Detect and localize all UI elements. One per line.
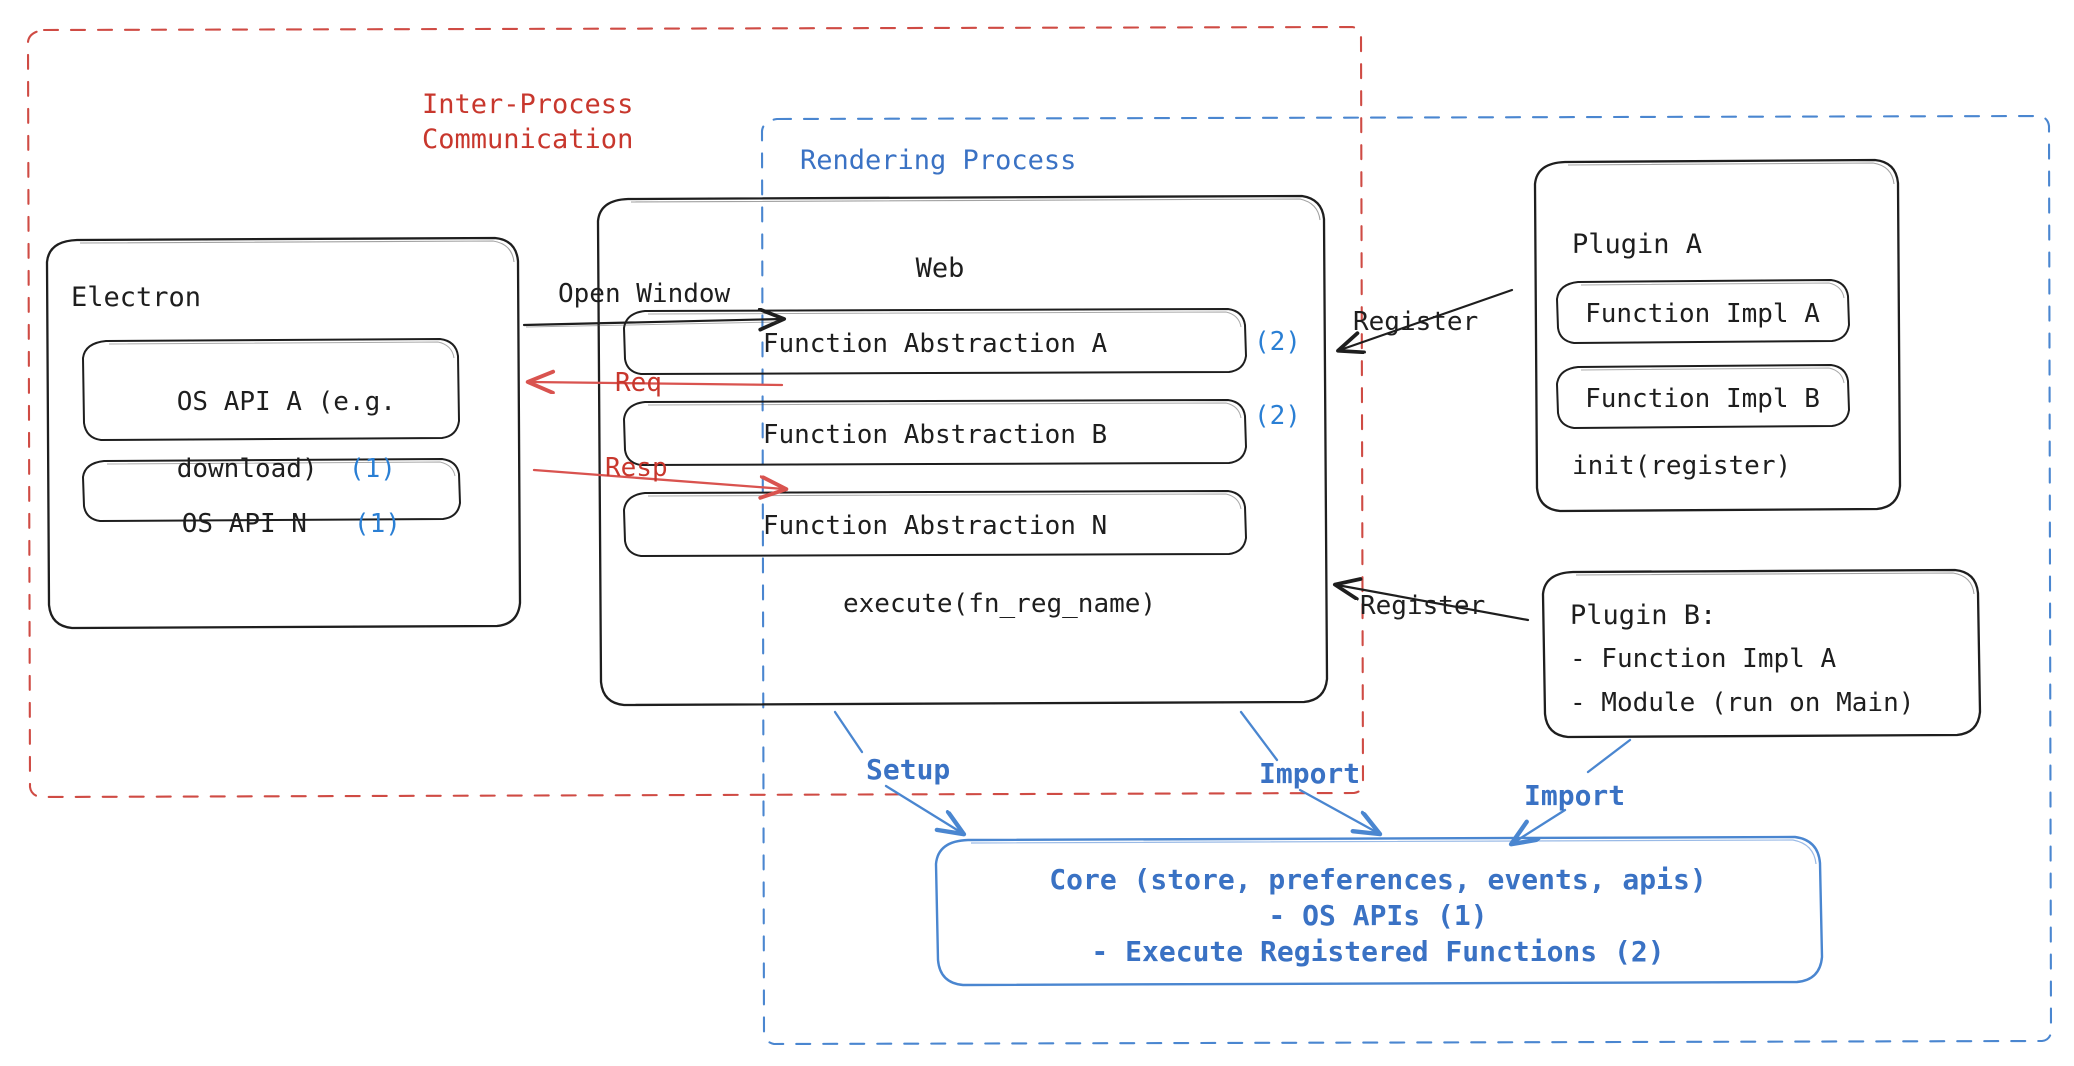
edge-register-plugin-a	[1340, 288, 1514, 350]
group-ipc-boundary	[26, 25, 1365, 799]
node-fn-abstraction-n-box	[622, 489, 1248, 558]
node-fn-abstraction-b-box	[622, 398, 1248, 467]
edge-import-web	[1239, 710, 1378, 833]
node-fn-abstraction-a-label: Function Abstraction A	[762, 329, 1108, 359]
node-web-footer: execute(fn_reg_name)	[843, 589, 1157, 619]
node-electron-box	[45, 236, 522, 630]
edge-label-resp: Resp	[605, 453, 668, 483]
node-fn-impl-b-box	[1555, 363, 1851, 430]
node-title-electron: Electron	[71, 282, 202, 313]
node-title-plugin-a: Plugin A	[1572, 229, 1703, 260]
node-core-line-3: - Execute Registered Functions (2)	[1091, 935, 1665, 968]
group-label-rendering: Rendering Process	[800, 145, 1077, 176]
edge-label-register-plugin-a: Register	[1353, 307, 1479, 337]
node-fn-impl-b-label: Function Impl B	[1585, 384, 1820, 414]
node-plugin-a-footer: init(register)	[1572, 451, 1792, 481]
group-label-ipc: Inter-Process Communication	[422, 89, 634, 155]
node-core-box	[934, 835, 1824, 987]
edge-import-plugin-b	[1513, 738, 1632, 843]
edge-label-req: Req	[615, 368, 662, 398]
fn-abstraction-b-marker: (2)	[1254, 401, 1301, 431]
edge-setup	[833, 710, 962, 833]
node-core-line-1: Core (store, preferences, events, apis)	[1049, 863, 1707, 896]
edge-label-register-plugin-b: Register	[1360, 591, 1486, 621]
edge-label-setup: Setup	[866, 753, 951, 786]
node-fn-abstraction-b-label: Function Abstraction B	[762, 420, 1108, 450]
node-fn-impl-a-label: Function Impl A	[1585, 299, 1820, 329]
edge-label-import-plugin-b: Import	[1524, 779, 1626, 812]
os-api-a-marker: (1)	[348, 453, 396, 484]
node-title-web: Web	[915, 253, 965, 284]
node-os-api-n-box	[81, 457, 462, 523]
node-plugin-b-line-1: - Function Impl A	[1570, 644, 1837, 674]
node-os-api-a-label: OS API A (e.g. download) (1)	[176, 387, 396, 484]
node-fn-abstraction-n-label: Function Abstraction N	[762, 511, 1108, 541]
node-plugin-a-box	[1533, 158, 1902, 513]
edge-open-window	[522, 319, 782, 327]
edge-label-open-window: Open Window	[558, 279, 731, 309]
node-os-api-a-box	[81, 337, 461, 442]
os-api-n-marker: (1)	[353, 509, 401, 540]
node-plugin-b-line-2: - Module (run on Main)	[1570, 688, 1915, 718]
node-os-api-n-label: OS API N (1)	[181, 509, 401, 540]
edge-register-plugin-b	[1337, 585, 1530, 622]
fn-abstraction-a-marker: (2)	[1254, 327, 1301, 357]
node-title-plugin-b: Plugin B:	[1570, 600, 1717, 631]
node-web-box	[596, 194, 1329, 707]
node-core-line-2: - OS APIs (1)	[1268, 899, 1488, 932]
edge-resp	[532, 468, 784, 489]
edge-req	[530, 382, 784, 385]
edge-label-import-web: Import	[1259, 757, 1361, 790]
node-plugin-b-box	[1541, 568, 1982, 739]
group-rendering-boundary	[760, 114, 2053, 1046]
node-fn-impl-a-box	[1555, 278, 1851, 345]
